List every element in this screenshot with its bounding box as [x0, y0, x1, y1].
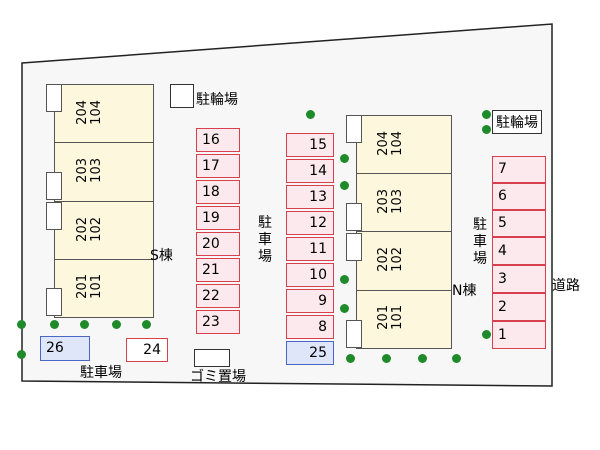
- tree-icon: [482, 110, 491, 119]
- tree-icon: [142, 320, 151, 329]
- parking-slot-20: 20: [196, 232, 240, 256]
- parking-slot-19: 19: [196, 206, 240, 230]
- parking-label: 駐車場: [258, 215, 272, 265]
- unit-204: 204: [376, 131, 391, 156]
- building-s-label: S棟: [150, 248, 173, 264]
- tree-icon: [340, 304, 349, 313]
- tree-icon: [306, 110, 315, 119]
- building-n: [356, 115, 452, 349]
- unit-201: 201: [376, 305, 391, 330]
- balcony: [346, 320, 362, 348]
- unit-103: 103: [89, 158, 104, 183]
- parking-slot-14: 14: [286, 159, 334, 183]
- parking-slot-2: 2: [492, 293, 546, 321]
- unit-204: 204: [75, 100, 90, 125]
- parking-slot-17: 17: [196, 154, 240, 178]
- balcony: [46, 84, 62, 112]
- parking-slot-3: 3: [492, 265, 546, 293]
- unit-101: 101: [390, 305, 405, 330]
- road-label: 道路: [552, 278, 580, 294]
- tree-icon: [17, 320, 26, 329]
- parking-slot-8: 8: [286, 315, 334, 339]
- unit-102: 102: [390, 247, 405, 272]
- parking-slot-21: 21: [196, 258, 240, 282]
- unit-104: 104: [390, 131, 405, 156]
- unit-divider: [356, 231, 452, 232]
- unit-202: 202: [376, 247, 391, 272]
- balcony: [346, 115, 362, 143]
- tree-icon: [418, 354, 427, 363]
- parking-slot-10: 10: [286, 263, 334, 287]
- bicycle-parking-label: 駐輪場: [196, 92, 238, 108]
- tree-icon: [50, 320, 59, 329]
- tree-icon: [17, 350, 26, 359]
- parking-slot-23: 23: [196, 310, 240, 334]
- balcony: [346, 233, 362, 261]
- unit-202: 202: [75, 217, 90, 242]
- tree-icon: [340, 154, 349, 163]
- unit-201: 201: [75, 274, 90, 299]
- unit-203: 203: [75, 158, 90, 183]
- unit-103: 103: [390, 189, 405, 214]
- parking-slot-5: 5: [492, 210, 546, 237]
- tree-icon: [112, 320, 121, 329]
- parking-slot-13: 13: [286, 185, 334, 209]
- tree-icon: [346, 354, 355, 363]
- unit-102: 102: [89, 217, 104, 242]
- unit-divider: [356, 290, 452, 291]
- tree-icon: [340, 275, 349, 284]
- parking-slot-12: 12: [286, 211, 334, 235]
- unit-203: 203: [376, 189, 391, 214]
- unit-divider: [356, 173, 452, 174]
- parking-slot-7: 7: [492, 156, 546, 183]
- parking-label: 駐車場: [80, 365, 122, 381]
- bicycle-parking-label: 駐輪場: [492, 110, 542, 134]
- tree-icon: [382, 354, 391, 363]
- unit-divider: [54, 201, 154, 202]
- parking-slot-26: 26: [40, 336, 90, 361]
- balcony: [46, 202, 62, 230]
- parking-slot-18: 18: [196, 180, 240, 204]
- balcony: [46, 288, 62, 316]
- parking-slot-16: 16: [196, 128, 240, 152]
- unit-101: 101: [89, 274, 104, 299]
- tree-icon: [452, 354, 461, 363]
- parking-slot-4: 4: [492, 237, 546, 265]
- parking-slot-6: 6: [492, 183, 546, 210]
- parking-slot-11: 11: [286, 237, 334, 261]
- parking-label: 駐車場: [473, 217, 487, 267]
- parking-slot-9: 9: [286, 289, 334, 313]
- unit-divider: [54, 142, 154, 143]
- tree-icon: [482, 330, 491, 339]
- balcony: [46, 172, 62, 200]
- parking-slot-1: 1: [492, 321, 546, 349]
- bicycle-parking-box: [170, 84, 194, 108]
- tree-icon: [80, 320, 89, 329]
- parking-slot-15: 15: [286, 133, 334, 157]
- parking-slot-24: 24: [126, 338, 168, 362]
- building-n-label: N棟: [452, 283, 477, 299]
- parking-slot-22: 22: [196, 284, 240, 308]
- parking-slot-25: 25: [286, 341, 334, 365]
- tree-icon: [340, 181, 349, 190]
- garbage-area-label: ゴミ置場: [190, 369, 246, 385]
- garbage-area-box: [194, 349, 230, 367]
- balcony: [346, 203, 362, 231]
- unit-104: 104: [89, 100, 104, 125]
- tree-icon: [482, 125, 491, 134]
- unit-divider: [54, 259, 154, 260]
